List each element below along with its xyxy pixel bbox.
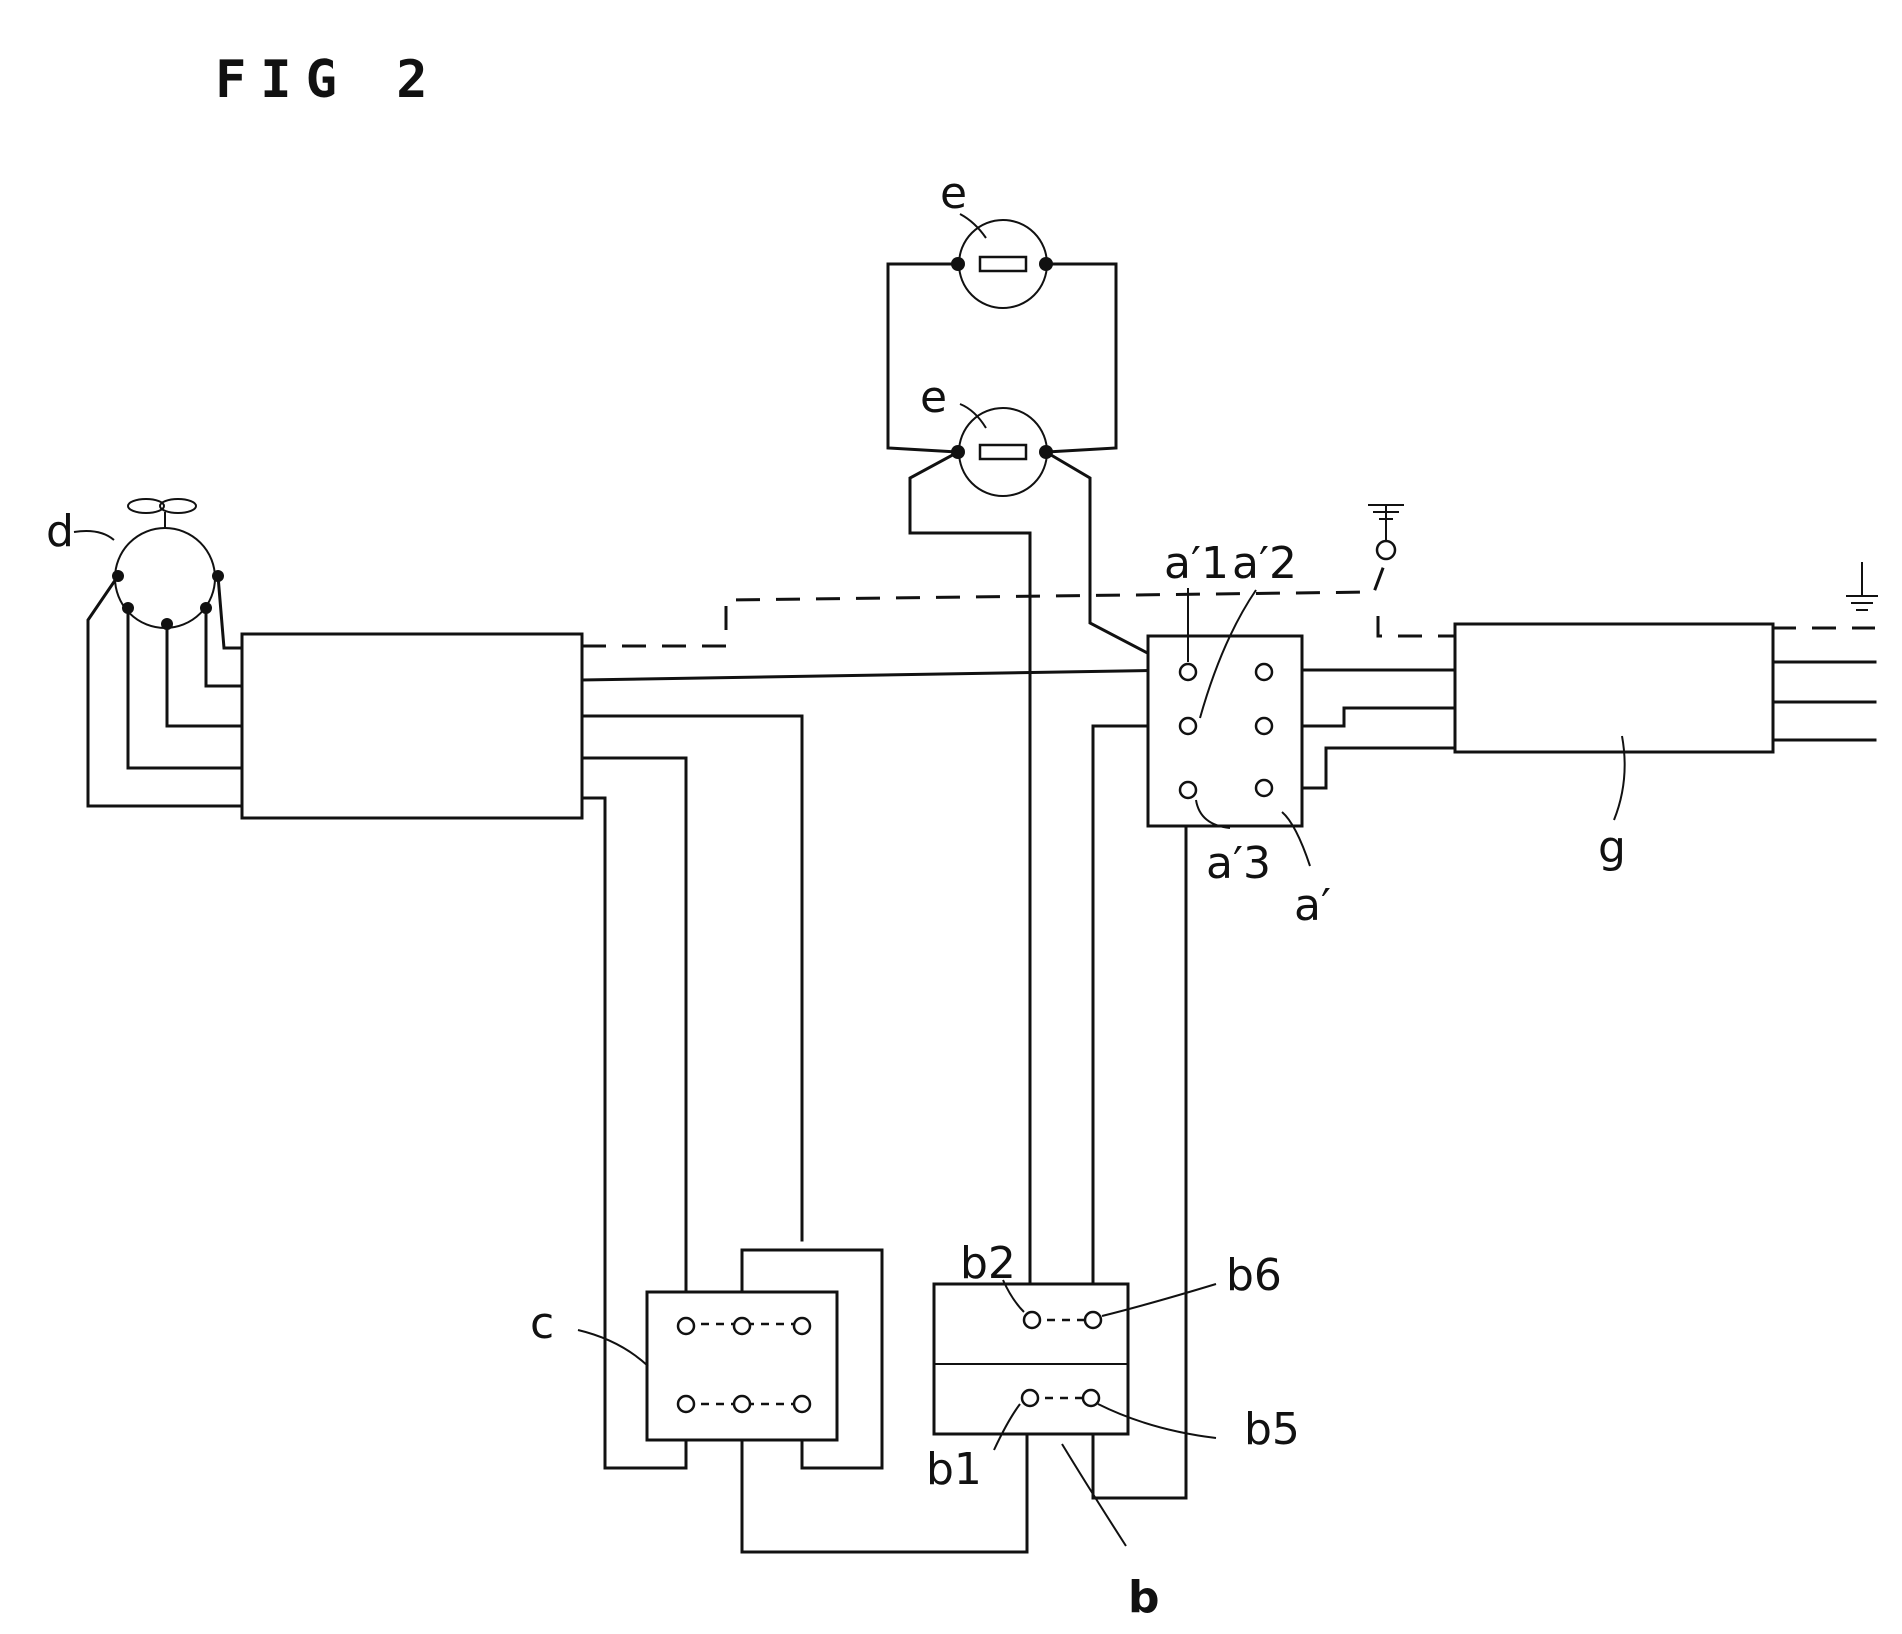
label-d: d: [46, 506, 74, 557]
earth-symbol-right: [1846, 562, 1878, 610]
wire-d-1: [88, 576, 242, 806]
figure-title: FIG 2: [215, 50, 442, 110]
label-g: g: [1598, 822, 1626, 873]
switch-c: [647, 1292, 837, 1440]
terminal-a3: [1180, 782, 1196, 798]
terminal-b5: [1083, 1390, 1099, 1406]
wire-d-2: [128, 608, 242, 768]
wire-earth-dashed-right: [1378, 616, 1455, 636]
label-a2: a′2: [1232, 538, 1297, 589]
terminal-a1: [1180, 664, 1196, 680]
wire-heater-loop-right: [1046, 264, 1116, 452]
heater-e-top: [951, 220, 1053, 308]
terminal-a-right-3: [1256, 780, 1272, 796]
label-b5: b5: [1244, 1404, 1300, 1455]
earth-symbol-left: [1368, 505, 1404, 559]
label-a3: a′3: [1206, 838, 1271, 889]
label-e-bottom: e: [920, 372, 947, 423]
label-b6: b6: [1226, 1250, 1282, 1301]
wire-heater-b2: [910, 452, 1030, 1316]
left-junction-box: [242, 634, 582, 818]
leader-lines: [74, 214, 1625, 1546]
label-b2: b2: [960, 1238, 1016, 1289]
wire-leftbox-a1: [582, 670, 1180, 680]
wire-d-5: [218, 576, 242, 648]
switch-a-prime: [1148, 636, 1302, 826]
label-c: c: [530, 1298, 554, 1349]
wire-leftbox-c-right: [582, 716, 802, 1240]
terminal-b1: [1022, 1390, 1038, 1406]
heater-e-bottom: [951, 408, 1053, 496]
motor-d: [112, 499, 224, 630]
terminal-b6: [1085, 1312, 1101, 1328]
terminal-b2: [1024, 1312, 1040, 1328]
box-g: [1455, 624, 1773, 752]
wire-heater-loop: [888, 264, 958, 452]
switch-b: [934, 1284, 1128, 1434]
terminal-a2: [1180, 718, 1196, 734]
terminal-a-right-2: [1256, 718, 1272, 734]
terminal-a-right-1: [1256, 664, 1272, 680]
wire-leftbox-c-left: [582, 758, 686, 1320]
label-e-top: e: [940, 168, 967, 219]
label-a1: a′1: [1164, 538, 1229, 589]
label-b1: b1: [926, 1444, 982, 1495]
label-a-prime: a′: [1294, 880, 1331, 931]
label-b: b: [1128, 1572, 1160, 1623]
